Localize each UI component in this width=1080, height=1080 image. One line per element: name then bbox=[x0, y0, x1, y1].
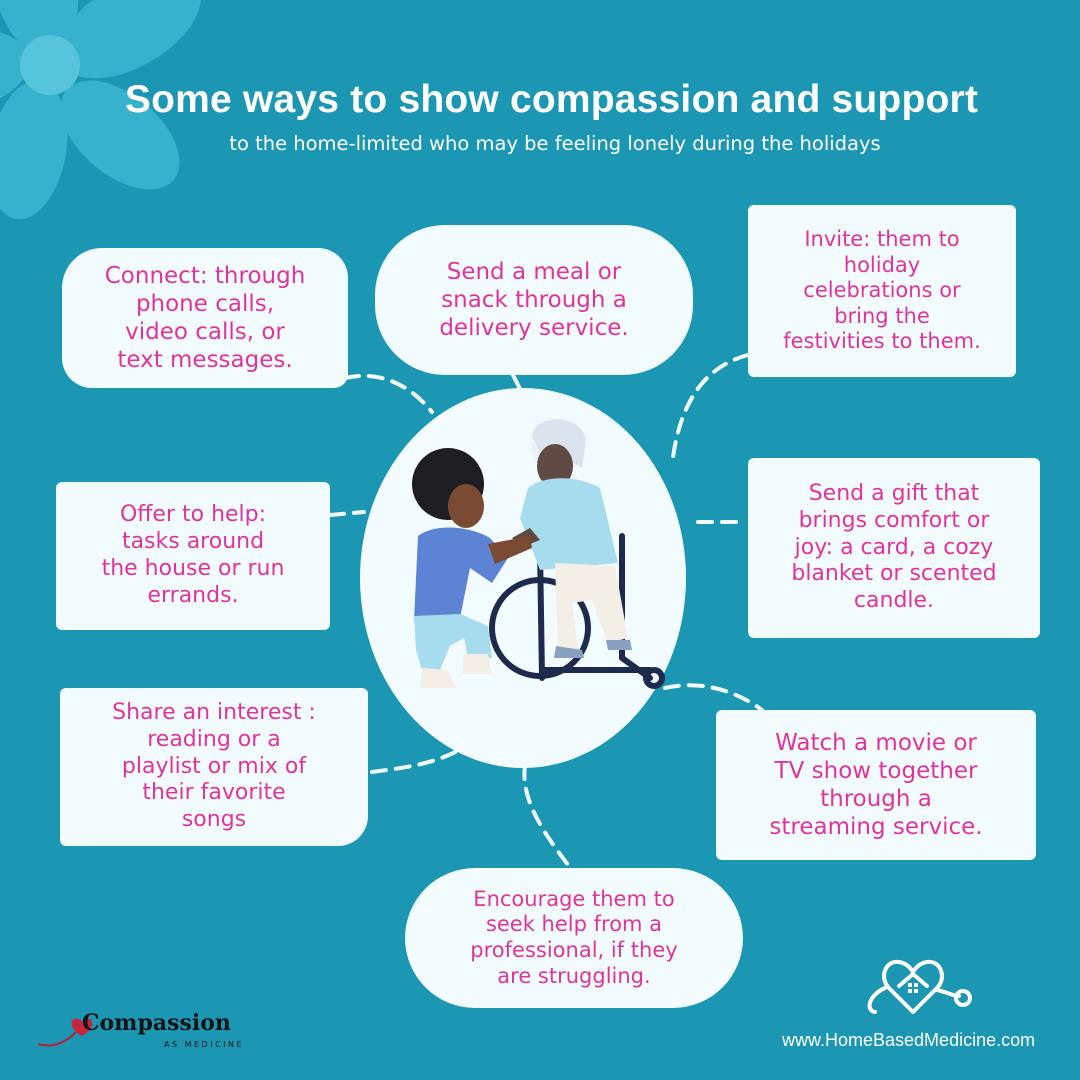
page-title: Some ways to show compassion and support bbox=[124, 78, 979, 121]
page-subtitle: to the home-limited who may be feeling l… bbox=[229, 132, 881, 155]
caregiver-and-wheelchair-user-illustration-icon bbox=[412, 419, 665, 689]
heart-swirl-icon bbox=[37, 1018, 93, 1047]
brand-left-name: Compassion bbox=[82, 1010, 231, 1036]
compassion-as-medicine-logo: Compassion AS MEDICINE bbox=[36, 1010, 246, 1060]
brand-left-tagline: AS MEDICINE bbox=[164, 1040, 245, 1049]
heart-house-stethoscope-icon bbox=[867, 959, 972, 1014]
flower-icon bbox=[0, 0, 201, 220]
illustration-circle bbox=[360, 388, 686, 768]
website-url[interactable]: www.HomeBasedMedicine.com bbox=[782, 1030, 1036, 1050]
